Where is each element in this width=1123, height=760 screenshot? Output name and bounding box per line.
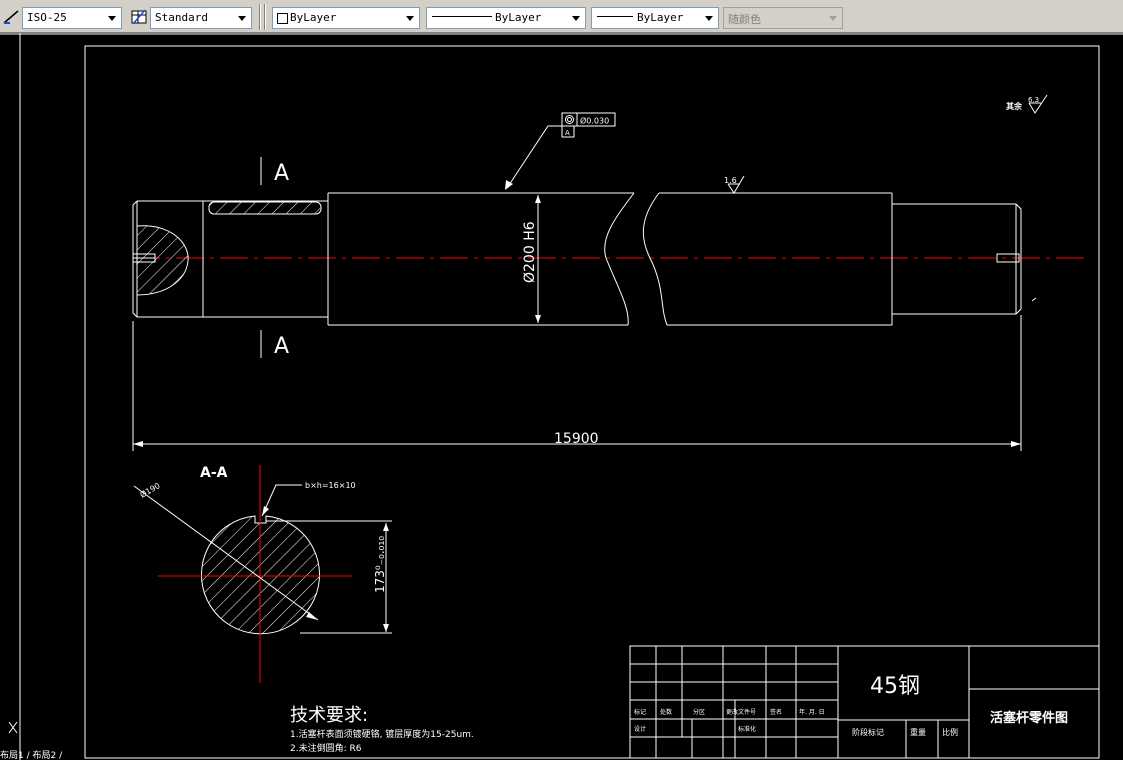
tb-weight: 重量 xyxy=(910,727,926,737)
dimension-style-value: ISO-25 xyxy=(27,11,67,24)
toolbar-separator xyxy=(264,4,266,30)
tb-col-mark: 标记 xyxy=(634,708,646,716)
tb-col-count: 处数 xyxy=(660,708,672,716)
chevron-down-icon[interactable] xyxy=(569,11,583,25)
roughness-symbol-corner xyxy=(1028,94,1048,114)
title-block xyxy=(629,645,1100,759)
lineweight-preview-icon xyxy=(597,16,633,17)
tb-scale: 比例 xyxy=(942,727,958,737)
table-style-select[interactable]: Standard xyxy=(150,7,252,29)
section-diameter-text: Ø190 xyxy=(138,480,162,499)
chevron-down-icon xyxy=(826,11,840,25)
tolerance-value: Ø0.030 xyxy=(580,116,609,126)
tb-col-sign: 签名 xyxy=(770,708,782,716)
dim-arrow xyxy=(535,195,541,203)
dim-arrow xyxy=(133,441,143,447)
section-view-aa: Ø190 b×h=16×10 173⁰₋₀.₀₁₀ xyxy=(133,465,392,683)
dim-arrow xyxy=(1011,441,1021,447)
geometric-tolerance-frame: Ø0.030 A xyxy=(505,112,616,190)
linetype-preview-icon xyxy=(432,16,492,17)
toolbar-separator xyxy=(259,4,261,30)
tb-col-doc: 更改文件号 xyxy=(726,708,756,716)
dimension-style-icon[interactable] xyxy=(2,8,20,26)
tech-requirements-title: 技术要求: xyxy=(290,705,368,726)
chevron-down-icon[interactable] xyxy=(235,11,249,25)
keyway-depth-text: 173⁰₋₀.₀₁₀ xyxy=(373,536,387,593)
tb-row-standard: 标准化 xyxy=(738,725,756,733)
ucs-icon xyxy=(8,721,18,734)
drawing-frame xyxy=(84,45,1100,759)
dim-arrow xyxy=(535,315,541,323)
roughness-symbol-top xyxy=(727,175,745,194)
linetype-value: ByLayer xyxy=(495,11,542,24)
layer-color-value: ByLayer xyxy=(290,11,337,24)
tech-note-1: 1.活塞杆表面须镀硬铬, 镀层厚度为15-25um. xyxy=(290,728,474,740)
diameter-dim-text: Ø200 H6 xyxy=(522,221,538,283)
end-section-hatch xyxy=(136,225,189,296)
dimension-style-select[interactable]: ISO-25 xyxy=(22,7,122,29)
plot-style-value: 随颜色 xyxy=(728,13,761,26)
table-style-value: Standard xyxy=(155,11,208,24)
chevron-down-icon[interactable] xyxy=(403,11,417,25)
lineweight-select[interactable]: ByLayer xyxy=(591,7,719,29)
piston-rod-view xyxy=(132,192,1037,326)
section-view-title: A-A xyxy=(200,465,228,481)
tech-note-2: 2.未注倒圆角: R6 xyxy=(290,742,362,754)
color-swatch-icon xyxy=(277,13,288,24)
tb-row-design: 设计 xyxy=(634,725,646,733)
section-mark-top: A xyxy=(274,161,289,186)
length-dim-text: 15900 xyxy=(554,431,599,447)
drawing-svg[interactable]: Ø200 H6 Ø0.030 A 1.6 其余 6.3 A A 15900 A-… xyxy=(0,33,1123,760)
tb-material: 45钢 xyxy=(870,674,920,699)
linetype-select[interactable]: ByLayer xyxy=(426,7,586,29)
layer-color-select[interactable]: ByLayer xyxy=(272,7,420,29)
plot-style-select: 随颜色 xyxy=(723,7,843,29)
properties-toolbar: ISO-25 Standard ByLayer ByLayer ByLayer … xyxy=(0,0,1123,33)
tb-col-zone: 分区 xyxy=(693,708,705,716)
model-space-canvas[interactable]: Ø200 H6 Ø0.030 A 1.6 其余 6.3 A A 15900 A-… xyxy=(0,33,1123,760)
chevron-down-icon[interactable] xyxy=(702,11,716,25)
section-mark-bottom: A xyxy=(274,334,289,359)
layout-tabs[interactable]: 布局1 / 布局2 / xyxy=(0,749,63,760)
tb-stage-mark: 阶段标记 xyxy=(852,727,884,737)
keyway-label: b×h=16×10 xyxy=(305,481,356,490)
tb-col-date: 年. 月. 日 xyxy=(799,708,825,716)
roughness-corner-value: 6.3 xyxy=(1028,96,1039,104)
chevron-down-icon[interactable] xyxy=(105,11,119,25)
tolerance-datum: A xyxy=(565,129,570,137)
lineweight-value: ByLayer xyxy=(637,11,684,24)
table-style-icon[interactable] xyxy=(130,8,148,26)
roughness-corner-label: 其余 xyxy=(1006,101,1023,111)
tb-part-name: 活塞杆零件图 xyxy=(990,710,1068,726)
roughness-top-value: 1.6 xyxy=(724,176,737,185)
